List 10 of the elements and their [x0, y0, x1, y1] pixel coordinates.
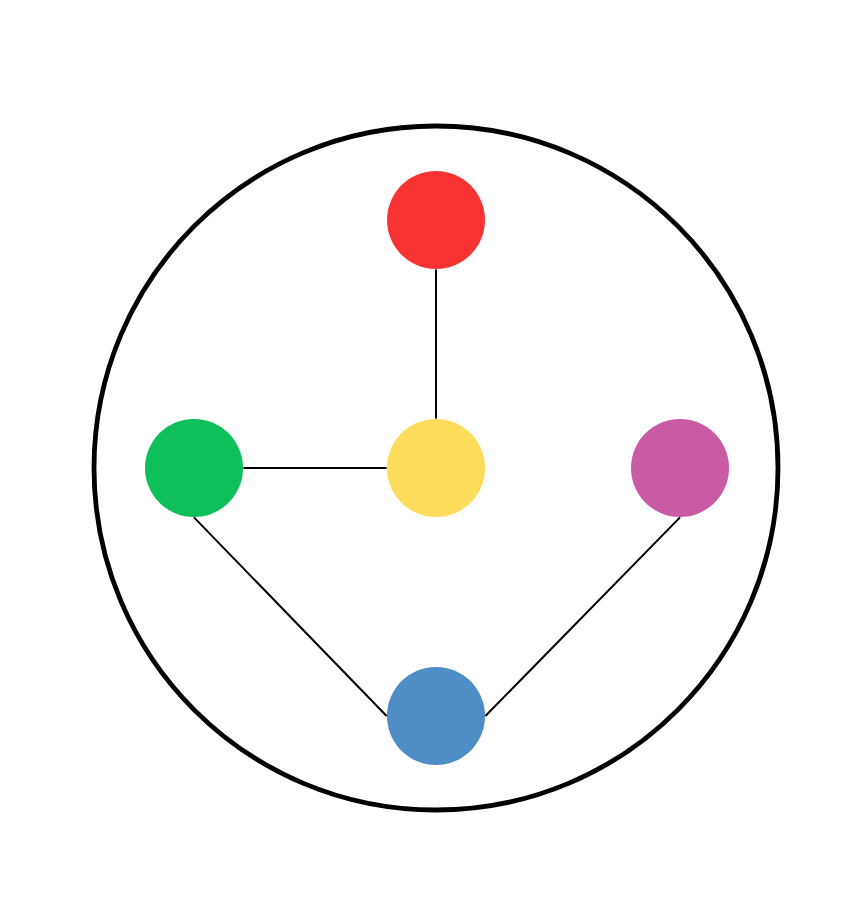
circle-node [387, 419, 485, 517]
boundary-circle [91, 123, 781, 813]
connector-line [193, 516, 388, 717]
circle-node [145, 419, 243, 517]
connector-line [242, 467, 388, 469]
circle-node [631, 419, 729, 517]
circle-node [387, 171, 485, 269]
connector-line [435, 268, 437, 420]
circle-node [387, 667, 485, 765]
connector-line [484, 516, 681, 717]
